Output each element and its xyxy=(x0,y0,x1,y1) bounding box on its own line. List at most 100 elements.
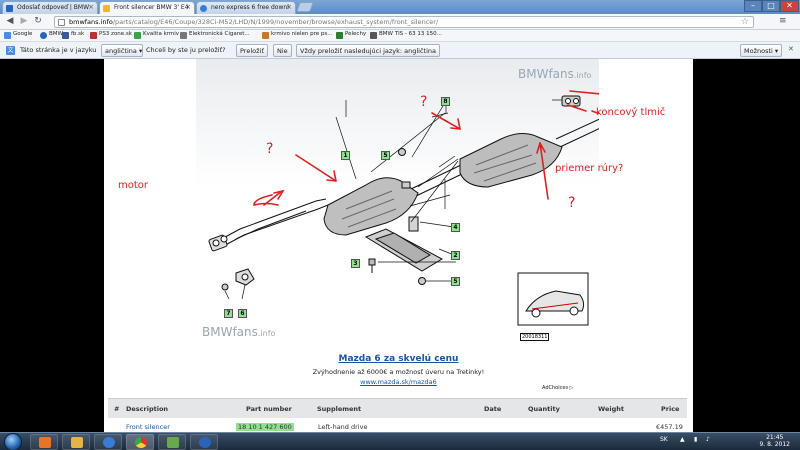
tray-arrow-icon[interactable]: ▲ xyxy=(680,436,685,443)
system-clock[interactable]: 21:45 9. 8. 2012 xyxy=(759,434,790,448)
translate-icon: 文 xyxy=(6,46,15,55)
watermark-top: BMWfans.info xyxy=(518,67,592,81)
front-pipe-line xyxy=(217,204,329,250)
chrome-icon xyxy=(135,437,147,448)
bookmark-kvalita[interactable]: Kvalita krmiv xyxy=(134,31,179,39)
gasket-part xyxy=(235,268,255,286)
translate-button[interactable]: Preložiť xyxy=(236,44,268,57)
back-arrow-icon[interactable]: ◀ xyxy=(6,16,14,26)
ad-title-link[interactable]: Mazda 6 za skvelú cenu xyxy=(338,354,459,364)
ad-url-link[interactable]: www.mazda.sk/mazda6 xyxy=(360,378,437,386)
close-tab-icon[interactable]: × xyxy=(88,3,94,11)
annotation-motor: motor xyxy=(118,180,149,191)
close-tab-icon[interactable]: × xyxy=(185,3,191,11)
taskbar-explorer[interactable] xyxy=(62,434,90,450)
ad-text: Zvýhodnenie až 6000€ a možnosť úveru na … xyxy=(312,368,485,376)
page-favicon-icon xyxy=(370,32,377,39)
annotation-priemer-rury: priemer rúry? xyxy=(555,163,624,174)
close-tab-icon[interactable]: × xyxy=(286,3,292,11)
bookmark-ps3zone[interactable]: PS3 zone.sk xyxy=(90,31,132,39)
col-description: Description xyxy=(126,405,169,413)
taskbar-bmw[interactable] xyxy=(190,434,218,450)
always-translate-button[interactable]: Vždy preložiť nasledujúci jazyk: angličt… xyxy=(296,44,441,57)
row-supplement: Left-hand drive xyxy=(318,423,368,431)
bookmark-pelechy[interactable]: Pelechy xyxy=(336,31,366,39)
bmwfans-favicon-icon xyxy=(103,5,110,12)
col-supplement: Supplement xyxy=(317,405,362,413)
part-label-8[interactable]: 8 xyxy=(441,97,450,106)
bmw-icon xyxy=(199,437,211,448)
close-window-button[interactable]: ✕ xyxy=(780,0,799,12)
tab-odoslat[interactable]: Odoslať odpoveď | BMW × xyxy=(2,1,98,14)
adchoices-link[interactable]: AdChoices ▷ xyxy=(542,385,574,391)
part-label-7[interactable]: 7 xyxy=(224,309,233,318)
nut-part xyxy=(418,277,426,285)
language-indicator[interactable]: SK xyxy=(660,436,668,443)
row-price: €457.19 xyxy=(656,423,683,431)
part-label-5b[interactable]: 5 xyxy=(451,277,460,286)
bookmarks-bar: Google BMW fb.sk PS3 zone.sk Kvalita krm… xyxy=(0,30,800,42)
bookmark-bmw-tis[interactable]: BMW TIS - 63 13 150... xyxy=(370,31,442,39)
address-bar[interactable]: bmwfans.info/parts/catalog/E46/Coupe/328… xyxy=(54,16,754,28)
bookmark-fb[interactable]: fb.sk xyxy=(62,31,84,39)
options-button[interactable]: Možnosti ▾ xyxy=(740,44,783,57)
part-label-5[interactable]: 5 xyxy=(381,151,390,160)
part-label-2[interactable]: 2 xyxy=(451,251,460,260)
navigation-bar: ◀ ▶ ↻ bmwfans.info/parts/catalog/E46/Cou… xyxy=(0,14,800,30)
wrench-menu-icon[interactable]: ≡ xyxy=(779,16,787,26)
part-label-4[interactable]: 4 xyxy=(451,223,460,232)
diagram-ref-code: 20018311 xyxy=(520,333,550,341)
annotation-arrowhead xyxy=(326,170,337,182)
bmw-icon xyxy=(40,32,47,39)
bmw-favicon-icon xyxy=(6,5,13,12)
network-icon[interactable]: ▮ xyxy=(694,436,698,443)
no-button[interactable]: Nie xyxy=(273,44,292,57)
middle-pipe-line xyxy=(410,164,462,190)
page-favicon-icon xyxy=(180,32,187,39)
bookmark-google[interactable]: Google xyxy=(4,31,32,39)
exhaust-drawing xyxy=(208,90,599,326)
parts-diagram: BMWfans.info BMWfans.info xyxy=(118,59,665,345)
part-label-1[interactable]: 1 xyxy=(341,151,350,160)
table-row[interactable]: Front silencer 18 10 1 427 600 Left-hand… xyxy=(108,418,687,432)
tab-nero[interactable]: nero express 6 free downl × xyxy=(196,1,296,14)
annotation-arrow-motor xyxy=(253,194,279,207)
bookmark-bmw[interactable]: BMW xyxy=(40,31,63,39)
bookmark-star-icon[interactable]: ☆ xyxy=(740,17,749,27)
volume-icon[interactable]: ♪ xyxy=(706,436,710,443)
annotation-arrow-q1 xyxy=(431,112,461,130)
annotation-arrowhead xyxy=(450,118,461,130)
minimize-button[interactable]: – xyxy=(744,0,762,12)
media-player-icon xyxy=(39,437,51,448)
bookmark-krmivo[interactable]: krmivo nielen pre ps... xyxy=(262,31,333,39)
reload-icon[interactable]: ↻ xyxy=(34,16,42,26)
taskbar-chrome[interactable] xyxy=(126,434,154,450)
heat-shield-bracket xyxy=(364,228,444,272)
taskbar-ie[interactable] xyxy=(94,434,122,450)
forward-arrow-icon[interactable]: ▶ xyxy=(20,16,28,26)
chevron-down-icon: ▾ xyxy=(136,47,143,55)
page-favicon-icon xyxy=(262,32,269,39)
row-part-number[interactable]: 18 10 1 427 600 xyxy=(236,423,294,431)
language-select[interactable]: angličtina ▾ xyxy=(101,44,143,57)
new-tab-button[interactable] xyxy=(296,2,314,12)
page-favicon-icon xyxy=(336,32,343,39)
parts-table-header: # Description Part number Supplement Dat… xyxy=(108,398,687,418)
annotation-arrowhead xyxy=(273,189,285,200)
taskbar-app[interactable] xyxy=(158,434,186,450)
bookmark-cigarety[interactable]: Elektronická Cigaret... xyxy=(180,31,250,39)
part-label-3[interactable]: 3 xyxy=(351,259,360,268)
search-favicon-icon xyxy=(200,5,207,12)
tab-front-silencer[interactable]: Front silencer BMW 3' E4 × xyxy=(99,1,195,15)
row-description[interactable]: Front silencer xyxy=(126,423,170,431)
taskbar-media-player[interactable] xyxy=(30,434,58,450)
col-quantity: Quantity xyxy=(528,405,560,413)
part-label-6[interactable]: 6 xyxy=(238,309,247,318)
annotation-question-2: ? xyxy=(266,141,274,157)
page-favicon-icon xyxy=(134,32,141,39)
annotation-question-3: ? xyxy=(568,195,576,211)
maximize-button[interactable]: □ xyxy=(762,0,780,12)
annotation-arrow-motor xyxy=(263,190,283,206)
start-button[interactable] xyxy=(4,433,22,450)
close-translate-icon[interactable]: ✕ xyxy=(788,45,794,53)
